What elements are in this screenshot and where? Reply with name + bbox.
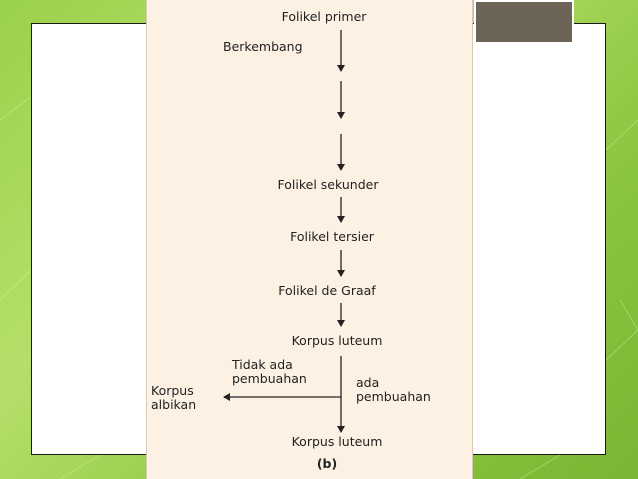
- label-berkembang: Berkembang: [223, 39, 303, 54]
- figure-caption: (b): [316, 456, 338, 471]
- stage-folikel-primer: Folikel primer: [281, 9, 367, 24]
- label-ada-pembuahan: ada pembuahan: [356, 375, 431, 404]
- stage-folikel-sekunder: Folikel sekunder: [277, 177, 379, 192]
- stage-korpus-luteum: Korpus luteum: [291, 333, 383, 348]
- accent-box: [474, 0, 574, 44]
- label-tidak-ada-pembuahan: Tidak ada pembuahan: [232, 357, 307, 386]
- stage-folikel-tersier: Folikel tersier: [290, 229, 374, 244]
- stage-korpus-luteum-final: Korpus luteum: [291, 434, 383, 449]
- diagram-panel: Folikel primer Berkembang Folikel sekund…: [146, 0, 473, 479]
- label-korpus-albikan: Korpus albikan: [151, 383, 197, 412]
- stage-folikel-de-graaf: Folikel de Graaf: [278, 283, 376, 298]
